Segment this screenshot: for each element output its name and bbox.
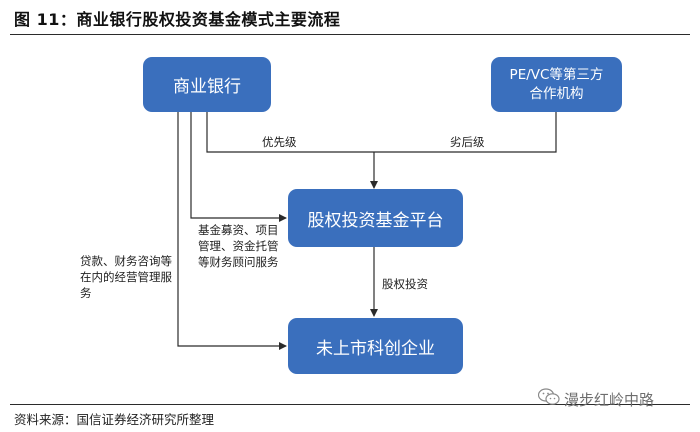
edge-pevc-merge bbox=[374, 112, 557, 153]
edge-label-equity-investment: 股权投资 bbox=[382, 277, 428, 291]
edge-label-priority: 优先级 bbox=[262, 135, 297, 149]
edge-bank-to-platform bbox=[190, 112, 287, 222]
node-commercial-bank-label: 商业银行 bbox=[173, 77, 241, 97]
edge-bank-merge bbox=[206, 112, 374, 153]
watermark: 漫步红岭中路 bbox=[537, 388, 655, 410]
node-pevc-partner-label: PE/VC等第三方合作机构 bbox=[509, 66, 604, 102]
bottom-rule bbox=[10, 404, 690, 405]
node-pevc-partner: PE/VC等第三方合作机构 bbox=[491, 57, 622, 112]
top-rule bbox=[10, 34, 690, 35]
watermark-text: 漫步红岭中路 bbox=[564, 390, 655, 409]
node-equity-fund-platform-label: 股权投资基金平台 bbox=[307, 210, 444, 231]
edge-label-loan-services: 贷款、财务咨询等在内的经营管理服务 bbox=[80, 254, 172, 300]
edge-bank-to-startup bbox=[177, 112, 287, 350]
node-unlisted-tech-company-label: 未上市科创企业 bbox=[316, 338, 435, 359]
figure-title: 图 11：商业银行股权投资基金模式主要流程 bbox=[14, 10, 341, 29]
edge-label-inferior: 劣后级 bbox=[450, 135, 485, 149]
node-unlisted-tech-company: 未上市科创企业 bbox=[288, 318, 463, 374]
edge-label-fund-services: 基金募资、项目管理、资金托管等财务顾问服务 bbox=[198, 223, 279, 269]
wechat-icon bbox=[537, 388, 560, 410]
node-equity-fund-platform: 股权投资基金平台 bbox=[288, 189, 463, 247]
source-note: 资料来源：国信证券经济研究所整理 bbox=[14, 412, 215, 427]
node-commercial-bank: 商业银行 bbox=[143, 57, 271, 112]
